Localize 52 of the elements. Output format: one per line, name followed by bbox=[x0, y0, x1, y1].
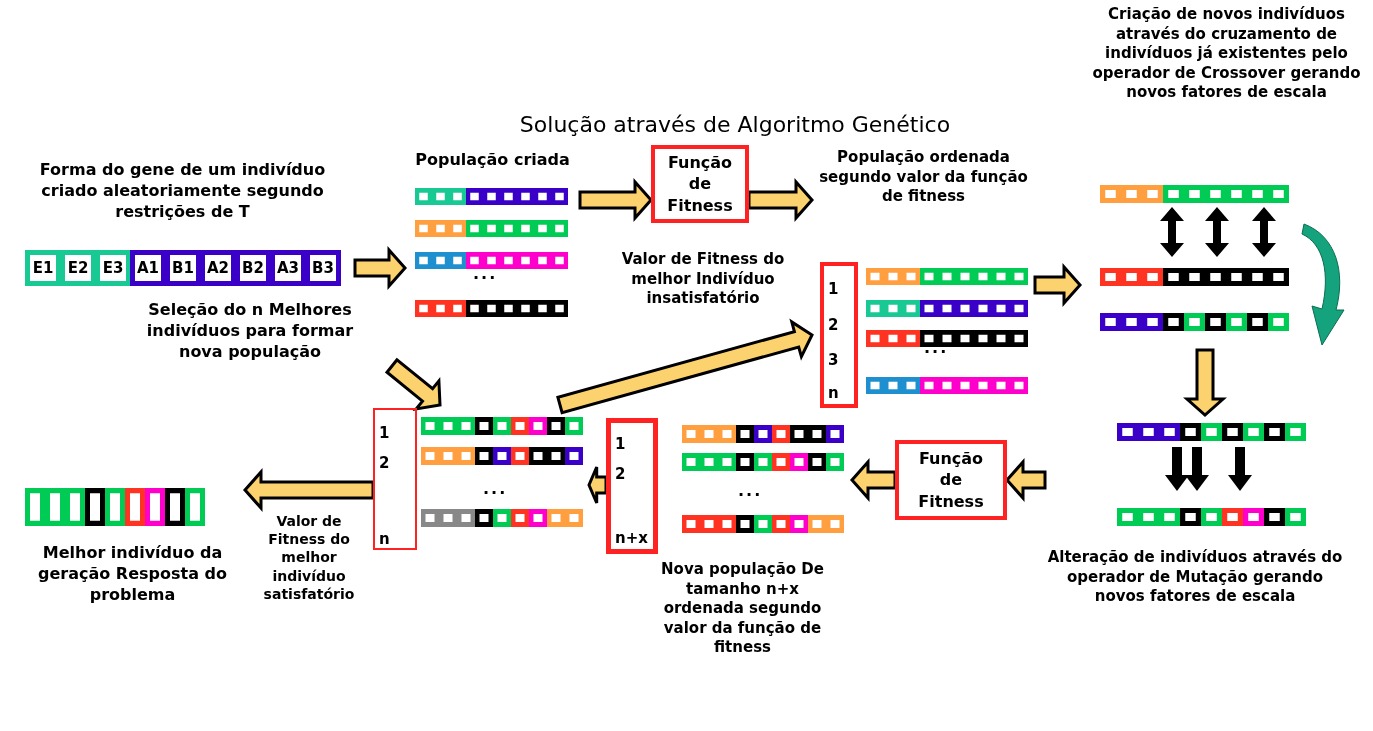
fitness-function-box bbox=[895, 440, 1007, 520]
block-arrow bbox=[384, 357, 442, 411]
block-arrow bbox=[850, 458, 897, 502]
edge-label: Valor de Fitness do melhor Indivíduo insatisfatório bbox=[620, 250, 786, 309]
gene-cell: A2 bbox=[200, 250, 236, 286]
gene-cell: B2 bbox=[235, 250, 271, 286]
caption-text: Melhor indivíduo da geração Resposta do problema bbox=[37, 543, 228, 606]
block-arrow bbox=[747, 178, 814, 222]
rank-number: 3 bbox=[828, 351, 839, 369]
ellipsis: ... bbox=[738, 481, 763, 500]
block-arrow bbox=[578, 178, 653, 222]
fitness-function-box bbox=[651, 145, 749, 223]
ellipsis: ... bbox=[483, 479, 508, 498]
rank-number: n bbox=[379, 530, 390, 548]
rank-box bbox=[373, 408, 417, 550]
caption-text: Seleção do n Melhores indivíduos para formar nova população bbox=[145, 300, 355, 363]
rank-number: n+x bbox=[615, 529, 648, 547]
gene-cell: E2 bbox=[60, 250, 96, 286]
edge-label: Valor de Fitness do melhor indivíduo satisfatório bbox=[262, 512, 356, 603]
block-arrow bbox=[243, 468, 375, 512]
caption-text: Criação de novos indivíduos através do cruzamento de indivíduos já existentes pelo operador de Crossover gerando novos fatores de escala bbox=[1091, 5, 1362, 103]
gene-cell: E3 bbox=[95, 250, 131, 286]
rank-number: 1 bbox=[615, 435, 626, 453]
rank-number: 1 bbox=[379, 424, 390, 442]
block-arrow bbox=[1183, 348, 1227, 417]
rank-number: 1 bbox=[828, 280, 839, 298]
block-arrow bbox=[1005, 458, 1047, 502]
caption-text: Forma do gene de um indivíduo criado aleatoriamente segundo restrições de T bbox=[38, 160, 327, 223]
rank-box bbox=[820, 262, 858, 408]
caption-text: Alteração de indivíduos através do operador de Mutação gerando novos fatores de escala bbox=[1046, 548, 1344, 607]
rank-number: n bbox=[828, 384, 839, 402]
rank-number: 2 bbox=[828, 316, 839, 334]
caption-text: População criada bbox=[414, 150, 571, 171]
gene-cell: A3 bbox=[270, 250, 306, 286]
caption-text: Nova população De tamanho n+x ordenada segundo valor da função de fitness bbox=[660, 560, 825, 658]
ellipsis: ... bbox=[924, 338, 949, 357]
caption-text: População ordenada segundo valor da função de fitness bbox=[818, 148, 1029, 207]
rank-box bbox=[606, 418, 658, 554]
rank-number: 2 bbox=[379, 454, 390, 472]
block-arrow bbox=[1033, 263, 1082, 307]
block-arrow bbox=[556, 318, 814, 415]
diagram-title: Solução através de Algoritmo Genético bbox=[518, 112, 952, 137]
ellipsis: ... bbox=[473, 264, 498, 283]
block-arrow bbox=[353, 246, 407, 290]
box-label: Função de Fitness bbox=[917, 447, 985, 513]
gene-cell: E1 bbox=[25, 250, 61, 286]
block-arrow bbox=[587, 465, 608, 505]
rank-number: 2 bbox=[615, 465, 626, 483]
box-label: Função de Fitness bbox=[666, 151, 734, 217]
gene-cell: A1 bbox=[130, 250, 166, 286]
gene-cell: B1 bbox=[165, 250, 201, 286]
gene-cell: B3 bbox=[305, 250, 341, 286]
